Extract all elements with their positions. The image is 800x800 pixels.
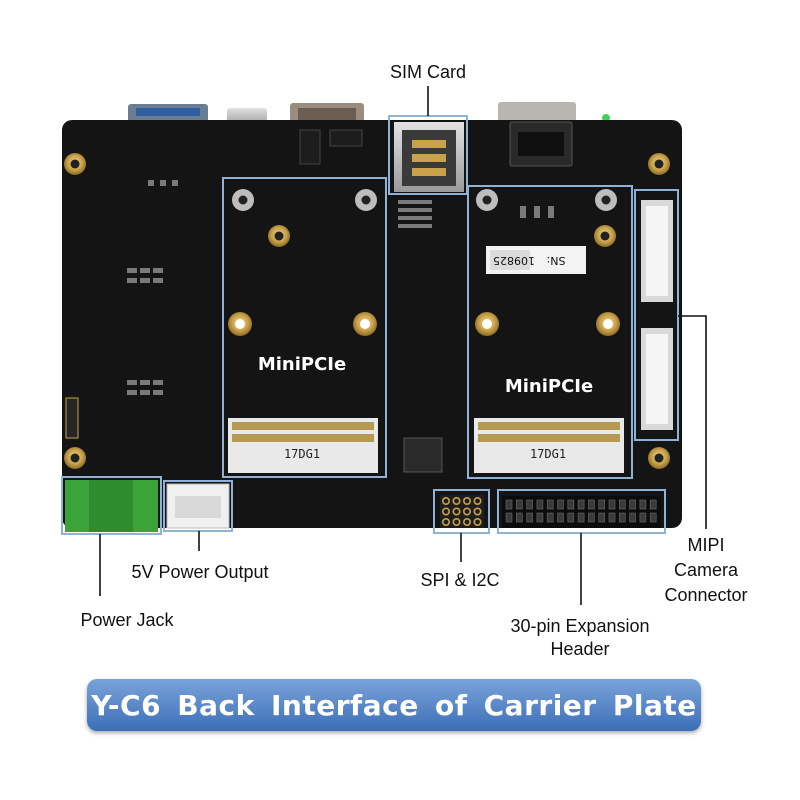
spi-pin <box>462 517 471 526</box>
expansion-pin <box>598 512 606 523</box>
label-sim-card: SIM Card <box>389 62 467 82</box>
callout-boxes <box>61 115 679 535</box>
expansion-pin <box>536 499 544 510</box>
expansion-pin <box>557 512 564 523</box>
callout-power-jack-box <box>61 476 162 535</box>
power-jack-terminal <box>65 480 158 532</box>
connector-fronts <box>299 121 573 167</box>
spi-pin <box>473 517 482 526</box>
callout-mipi-box <box>634 189 679 441</box>
mipi-fpc-connectors <box>641 200 673 430</box>
label-mipi-camera-connector: MIPI Camera Connector <box>646 533 766 607</box>
label-expansion-line-2: Header <box>550 639 610 660</box>
expansion-pin <box>649 499 657 510</box>
label-5v-power-output: 5V Power Output <box>131 562 269 582</box>
label-mipi-line-3: Connector <box>664 584 748 605</box>
spi-i2c-header <box>440 495 484 528</box>
serial-sticker <box>486 246 586 274</box>
power-output-connector <box>166 483 230 529</box>
expansion-pin <box>608 499 616 510</box>
expansion-pin <box>608 512 616 523</box>
spi-pin <box>452 507 461 516</box>
minipcie-right-silkscreen: MiniPCIe <box>505 376 593 397</box>
expansion-pin <box>526 512 533 523</box>
expansion-pin <box>515 512 523 523</box>
label-expansion-line-1: 30-pin Expansion <box>510 616 650 636</box>
expansion-pin <box>577 499 585 510</box>
expansion-pin <box>618 512 626 523</box>
serial-prefix: SN: <box>547 254 566 267</box>
smd-components <box>127 180 554 395</box>
title-banner: Y-C6 Back Interface of Carrier Plate <box>87 679 701 731</box>
label-spi-i2c: SPI & I2C <box>420 570 500 590</box>
expansion-pin <box>639 499 647 510</box>
expansion-pin <box>618 499 626 510</box>
serial-number: 109825 <box>493 254 535 267</box>
expansion-pin <box>588 512 595 523</box>
expansion-pin <box>567 512 575 523</box>
expansion-pin <box>546 512 554 523</box>
slot-code-left: 17DG1 <box>284 447 320 461</box>
spi-pin <box>441 507 450 516</box>
expansion-pin <box>526 499 533 510</box>
label-mipi-line-2: Camera <box>673 559 739 580</box>
minipcie-slot-left <box>228 418 378 473</box>
expansion-pin <box>536 512 544 523</box>
expansion-pin <box>567 499 575 510</box>
spi-pin <box>441 496 450 505</box>
spi-pin <box>441 517 450 526</box>
label-power-jack: Power Jack <box>80 610 174 630</box>
expansion-pin <box>629 512 636 523</box>
expansion-pin <box>557 499 564 510</box>
jumper-header-left <box>65 397 79 439</box>
sim-card-slot <box>394 122 464 192</box>
label-expansion-header: 30-pin Expansion Header <box>482 615 678 662</box>
spi-pin <box>473 496 482 505</box>
expansion-pin <box>577 512 585 523</box>
callout-power-output-box <box>163 480 233 532</box>
label-mipi-line-1: MIPI <box>687 535 725 555</box>
minipcie-left-silkscreen: MiniPCIe <box>258 354 346 375</box>
expansion-pin <box>505 499 513 510</box>
leader-lines <box>99 86 707 605</box>
expansion-pin <box>546 499 554 510</box>
expansion-pin <box>639 512 647 523</box>
spi-pin <box>462 496 471 505</box>
spi-pin <box>473 507 482 516</box>
spi-pin <box>452 496 461 505</box>
callout-minipcie-left-box <box>222 177 387 478</box>
expansion-pin <box>505 512 513 523</box>
expansion-header-pins <box>502 496 661 528</box>
callout-minipcie-right-box <box>467 185 633 479</box>
ic-chip <box>403 437 443 473</box>
slot-code-right: 17DG1 <box>530 447 566 461</box>
expansion-pin <box>515 499 523 510</box>
expansion-pin <box>598 499 606 510</box>
expansion-pin <box>588 499 595 510</box>
expansion-pin <box>649 512 657 523</box>
spi-pin <box>462 507 471 516</box>
expansion-pin <box>629 499 636 510</box>
banner-title: Y-C6 Back Interface of Carrier Plate <box>91 688 697 722</box>
mounting-holes <box>64 153 670 469</box>
minipcie-slot-right <box>474 418 624 473</box>
spi-pin <box>452 517 461 526</box>
